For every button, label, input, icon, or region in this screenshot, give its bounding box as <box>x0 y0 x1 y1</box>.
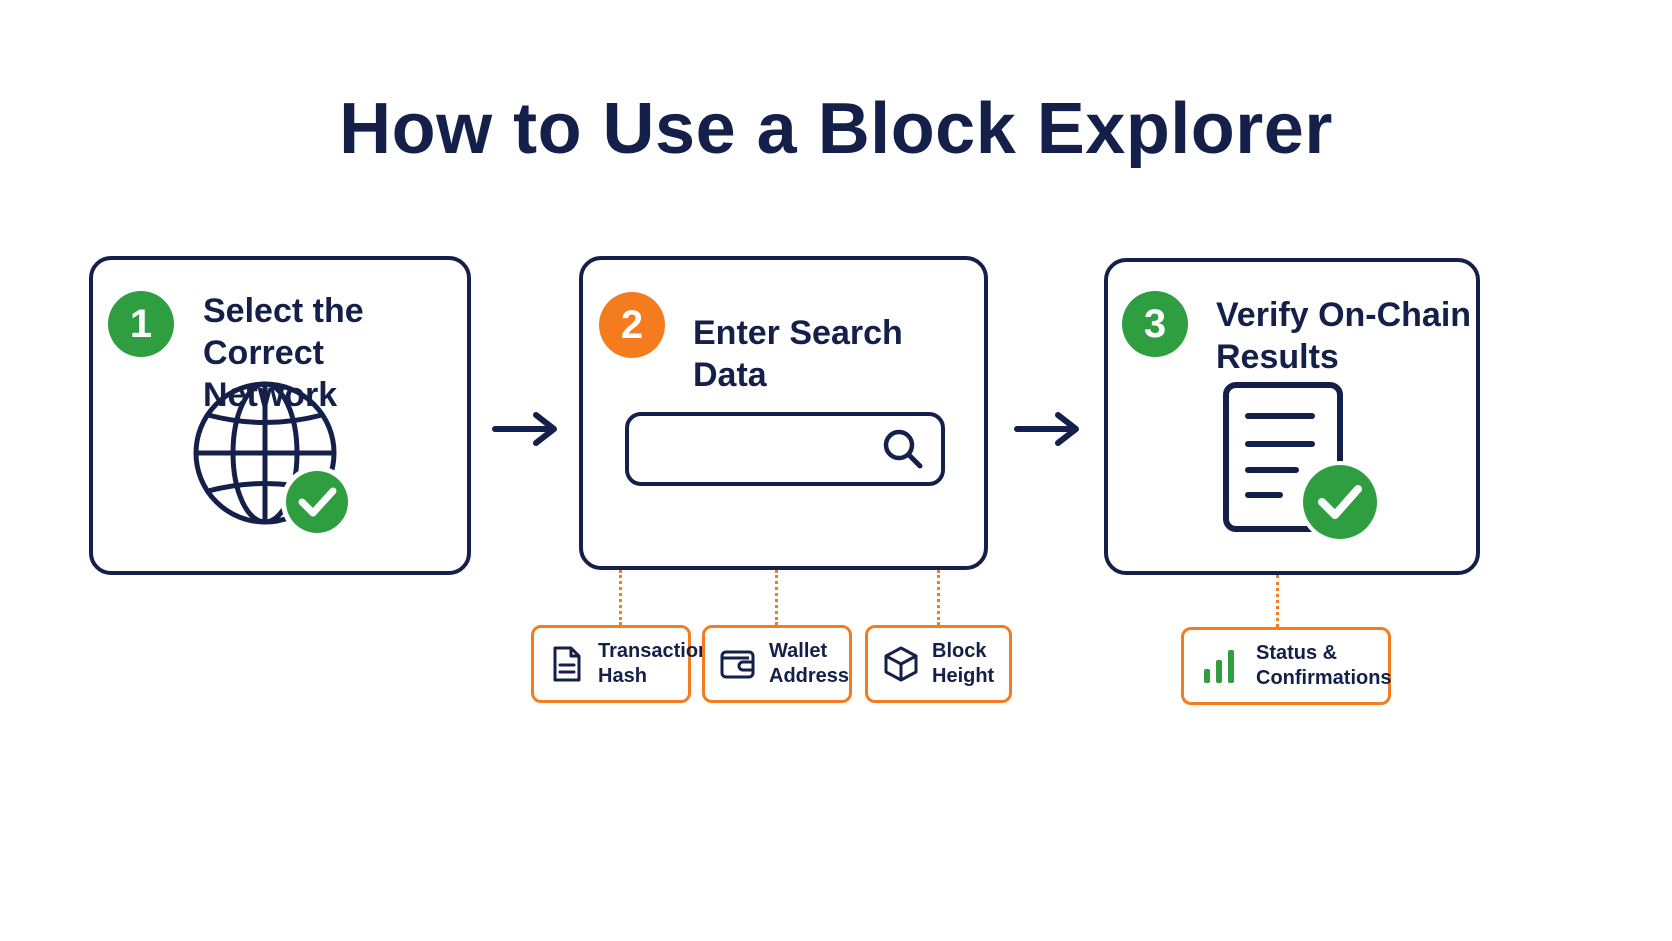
chip-label-line: Transaction <box>598 640 711 662</box>
step-1-title-line: Select the <box>203 292 364 330</box>
step-2-number-badge: 2 <box>599 292 665 358</box>
chip-label-line: Wallet <box>769 640 828 662</box>
step-2-card: 2 Enter Search Data <box>579 256 988 570</box>
step-3-number-badge: 3 <box>1122 291 1188 357</box>
chip-transaction-hash: Transaction Hash <box>531 625 710 703</box>
connector-line <box>619 570 622 625</box>
arrow-right-icon <box>492 412 557 446</box>
step-3-title-line: Results <box>1216 338 1339 376</box>
document-check-icon <box>1223 382 1381 543</box>
globe-check-icon <box>193 381 353 538</box>
chip-label: Status & Confirmations <box>1256 641 1392 691</box>
connector-line <box>775 570 778 625</box>
chip-label: Block Height <box>932 639 994 689</box>
chip-label-line: Block <box>932 640 987 662</box>
chip-label-line: Address <box>769 665 850 687</box>
bar-chart-icon <box>1204 650 1234 683</box>
search-icon[interactable] <box>879 425 927 473</box>
chip-label: Wallet Address <box>769 639 849 689</box>
cube-icon <box>884 646 918 682</box>
connector-line <box>1276 575 1279 627</box>
step-3-title: Verify On-Chain Results <box>1216 294 1471 378</box>
document-icon <box>553 646 581 682</box>
step-1-number-badge: 1 <box>108 291 174 357</box>
wallet-icon <box>720 650 755 679</box>
search-input[interactable] <box>625 412 945 486</box>
step-2-title-line: Enter Search Data <box>693 314 903 394</box>
connector-line <box>937 570 940 625</box>
step-3-card: 3 Verify On-Chain Results <box>1104 258 1480 575</box>
page-title: How to Use a Block Explorer <box>339 89 1333 169</box>
step-3-title-line: Verify On-Chain <box>1216 296 1472 334</box>
chip-label-line: Status & <box>1256 642 1338 664</box>
arrow-right-icon <box>1014 412 1079 446</box>
chip-label-line: Hash <box>598 665 647 687</box>
step-1-title: Select the Correct Network <box>203 290 467 416</box>
chip-block-height: Block Height <box>865 625 1012 703</box>
chip-label-line: Height <box>932 665 995 687</box>
chip-label: Transaction Hash <box>598 639 710 689</box>
chip-status-confirmations: Status & Confirmations <box>1181 627 1392 705</box>
chip-wallet-address: Wallet Address <box>702 625 852 703</box>
step-2-title: Enter Search Data <box>693 312 984 396</box>
chip-label-line: Confirmations <box>1256 667 1392 689</box>
step-1-card: 1 Select the Correct Network <box>89 256 471 575</box>
